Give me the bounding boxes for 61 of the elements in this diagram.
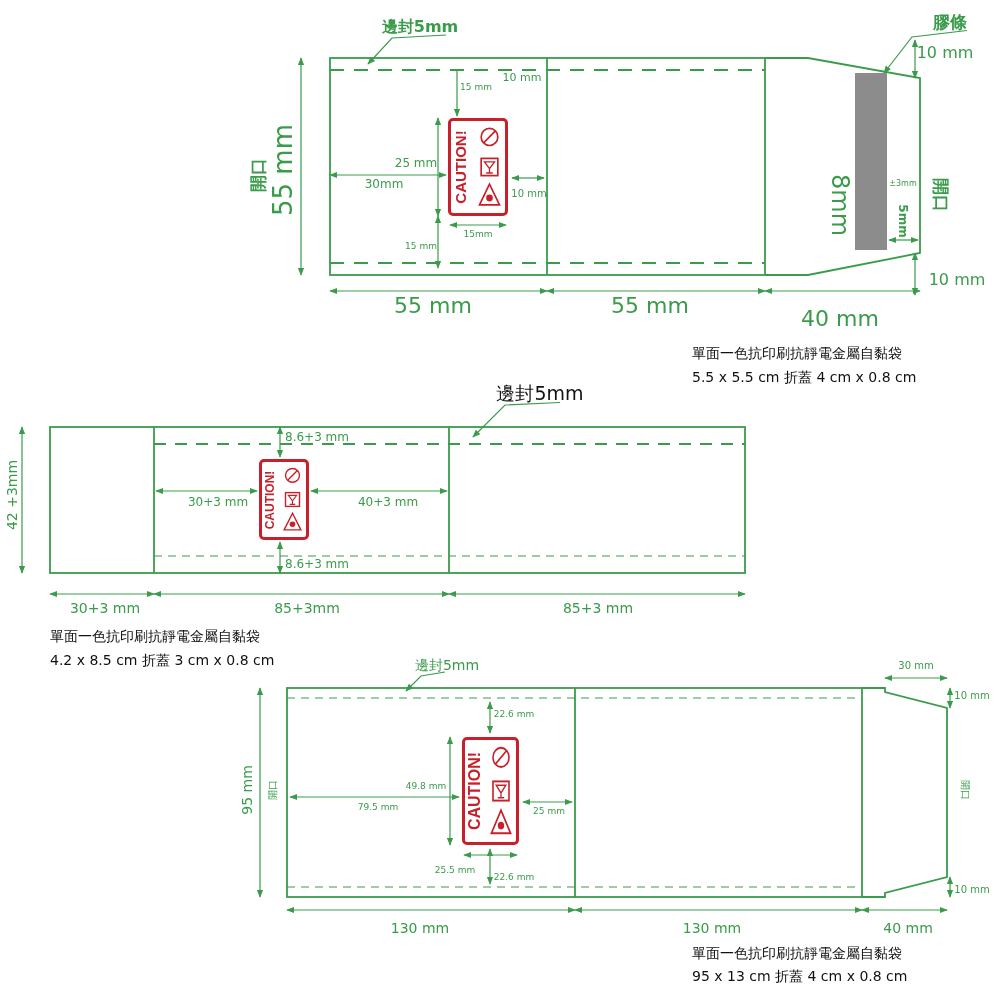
dimension-label: 25.5 mm	[434, 865, 476, 875]
dimension-label: 開口	[931, 178, 949, 212]
dimension-label: 15 mm	[460, 82, 492, 92]
caution-label	[462, 737, 519, 845]
warning-text: CAUTION!	[264, 470, 276, 529]
dimension-label: 55 mm	[270, 124, 296, 216]
caution-label	[259, 459, 309, 540]
dimension-label: 95 mm	[240, 765, 254, 815]
dimension-label: 10 mm	[954, 691, 990, 701]
caption-text: 單面一色抗印刷抗靜電金屬自黏袋	[692, 946, 902, 960]
dimension-label: 10 mm	[502, 71, 542, 83]
dimension-label: 55 mm	[394, 295, 472, 317]
callout-text: 邊封5mm	[496, 383, 584, 403]
dimension-label: 40 mm	[883, 921, 933, 935]
leader-line	[472, 401, 561, 438]
warning-text: CAUTION!	[453, 130, 468, 204]
leader-line	[883, 29, 968, 74]
leader-line	[367, 34, 447, 65]
callout-text: 邊封5mm	[381, 19, 459, 35]
dimension-label: 10 mm	[954, 885, 990, 895]
caption-text: 95 x 13 cm 折蓋 4 cm x 0.8 cm	[692, 969, 908, 983]
dimension-label: 22.6 mm	[493, 709, 535, 719]
dimension-label: 開口	[249, 158, 267, 192]
dimension-label: 85+3 mm	[562, 601, 634, 615]
caption-text: 單面一色抗印刷抗靜電金屬自黏袋	[692, 346, 902, 360]
dimension-label: 30 mm	[898, 661, 934, 671]
dimension-label: ±3mm	[889, 180, 917, 188]
dimension-label: 開口	[268, 780, 278, 800]
leader-line	[405, 671, 446, 692]
dimension-label: 8mm	[828, 174, 852, 236]
dimension-label: 開口	[960, 780, 970, 800]
dimension-label: 8.6+3 mm	[285, 558, 349, 570]
dimension-label: 25 mm	[394, 157, 438, 169]
dimension-label: 40 mm	[801, 308, 879, 330]
callout-text: 邊封5mm	[414, 658, 480, 672]
dimension-label: 130 mm	[682, 921, 742, 935]
dimension-label: 5mm	[897, 204, 909, 238]
dimension-label: 79.5 mm	[357, 802, 399, 812]
dimension-label: 42 +3mm	[5, 459, 19, 531]
dimension-label: 55 mm	[611, 295, 689, 317]
caption-text: 5.5 x 5.5 cm 折蓋 4 cm x 0.8 cm	[692, 370, 917, 384]
dimension-label: 25 mm	[533, 806, 565, 816]
glue-strip	[855, 73, 887, 250]
dimension-label: 8.6+3 mm	[285, 431, 349, 443]
dimension-label: 30+3 mm	[187, 496, 249, 508]
caption-text: 單面一色抗印刷抗靜電金屬自黏袋	[50, 629, 260, 643]
dimension-label: 10 mm	[916, 45, 974, 61]
dimension-label: 40+3 mm	[357, 496, 419, 508]
dimension-label: 130 mm	[390, 921, 450, 935]
dimension-label: 30mm	[364, 178, 404, 190]
dimension-label: 15mm	[463, 229, 493, 239]
dimension-label: 85+3mm	[274, 601, 340, 615]
dimension-label: 15 mm	[405, 241, 437, 251]
dimension-label: 10 mm	[928, 272, 986, 288]
caution-label	[448, 118, 508, 216]
dimension-label: 22.6 mm	[493, 872, 535, 882]
dimension-label: 49.8 mm	[405, 781, 447, 791]
dimension-label: 30+3 mm	[69, 601, 141, 615]
callout-text: 膠條	[933, 13, 967, 31]
caption-text: 4.2 x 8.5 cm 折蓋 3 cm x 0.8 cm	[50, 653, 275, 667]
warning-text: CAUTION!	[467, 751, 483, 831]
